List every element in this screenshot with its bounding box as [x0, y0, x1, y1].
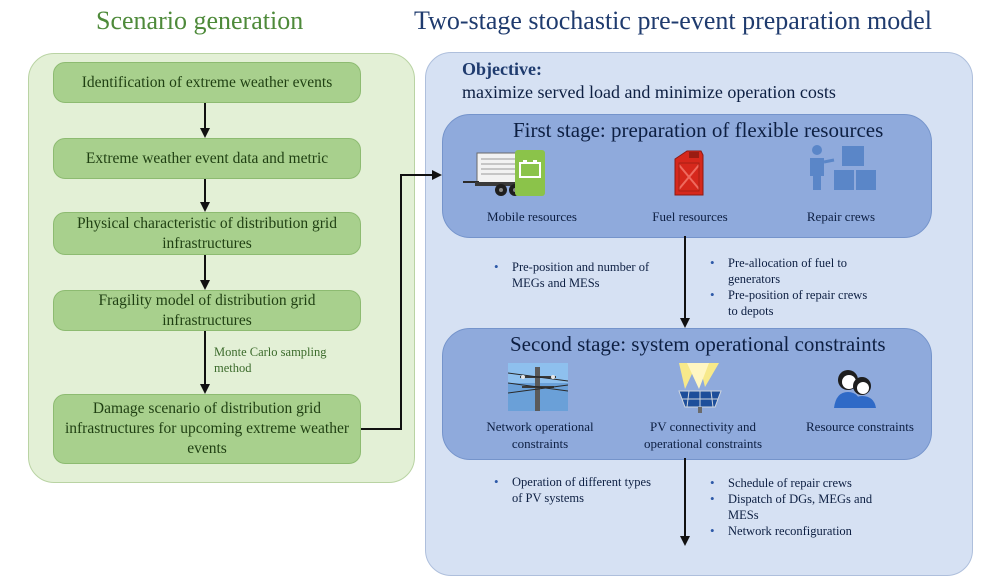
step-identification: Identification of extreme weather events: [53, 62, 361, 103]
fuel-resources-label: Fuel resources: [652, 209, 728, 224]
step-fragility-model: Fragility model of distribution grid inf…: [53, 290, 361, 331]
note-item: Pre-position and number of MEGs and MESs: [494, 259, 654, 291]
mobile-resources-label: Mobile resources: [487, 209, 577, 224]
first-stage-title: First stage: preparation of flexible res…: [513, 118, 884, 142]
mobile-generator-battery-icon: [463, 150, 545, 196]
second-stage-title: Second stage: system operational constra…: [510, 332, 886, 356]
note-item: Operation of different types of PV syste…: [494, 474, 654, 506]
solar-panel-icon: [678, 363, 722, 413]
step-label: Damage scenario of distribution grid inf…: [64, 400, 350, 457]
scenario-generation-title: Scenario generation: [96, 6, 304, 35]
second-stage-notes-left: Operation of different types of PV syste…: [494, 474, 654, 506]
first-stage-notes-right: Pre-allocation of fuel to generators Pre…: [710, 255, 880, 319]
step-label: Extreme weather event data and metric: [85, 149, 329, 167]
note-item: Network reconfiguration: [710, 523, 890, 539]
step-event-data: Extreme weather event data and metric: [53, 138, 361, 179]
second-stage-notes-right: Schedule of repair crews Dispatch of DGs…: [710, 475, 890, 539]
pv-constraints-label: PV connectivity and operational constrai…: [643, 419, 763, 451]
step-label: Identification of extreme weather events: [81, 73, 333, 91]
network-constraints-label: Network operational constraints: [486, 419, 594, 451]
monte-carlo-label: Monte Carlo sampling method: [214, 345, 327, 375]
repair-crews-label: Repair crews: [806, 209, 876, 224]
fuel-can-icon: [674, 150, 704, 196]
step-label: Physical characteristic of distribution …: [77, 214, 337, 252]
model-title: Two-stage stochastic pre-event preparati…: [414, 6, 932, 35]
note-item: Pre-position of repair crews to depots: [710, 287, 880, 319]
step-damage-scenario: Damage scenario of distribution grid inf…: [53, 394, 361, 464]
step-label: Fragility model of distribution grid inf…: [98, 291, 316, 329]
people-icon: [834, 370, 876, 408]
first-stage-notes-left: Pre-position and number of MEGs and MESs: [494, 259, 654, 291]
objective-text: maximize served load and minimize operat…: [462, 82, 836, 102]
objective-label: Objective:: [462, 59, 542, 79]
note-item: Pre-allocation of fuel to generators: [710, 255, 880, 287]
step-physical-characteristic: Physical characteristic of distribution …: [53, 212, 361, 255]
repair-crew-icon: [810, 145, 876, 190]
power-pole-icon: [508, 363, 568, 411]
note-item: Dispatch of DGs, MEGs and MESs: [710, 491, 890, 523]
resource-constraints-label: Resource constraints: [806, 419, 914, 434]
note-item: Schedule of repair crews: [710, 475, 890, 491]
